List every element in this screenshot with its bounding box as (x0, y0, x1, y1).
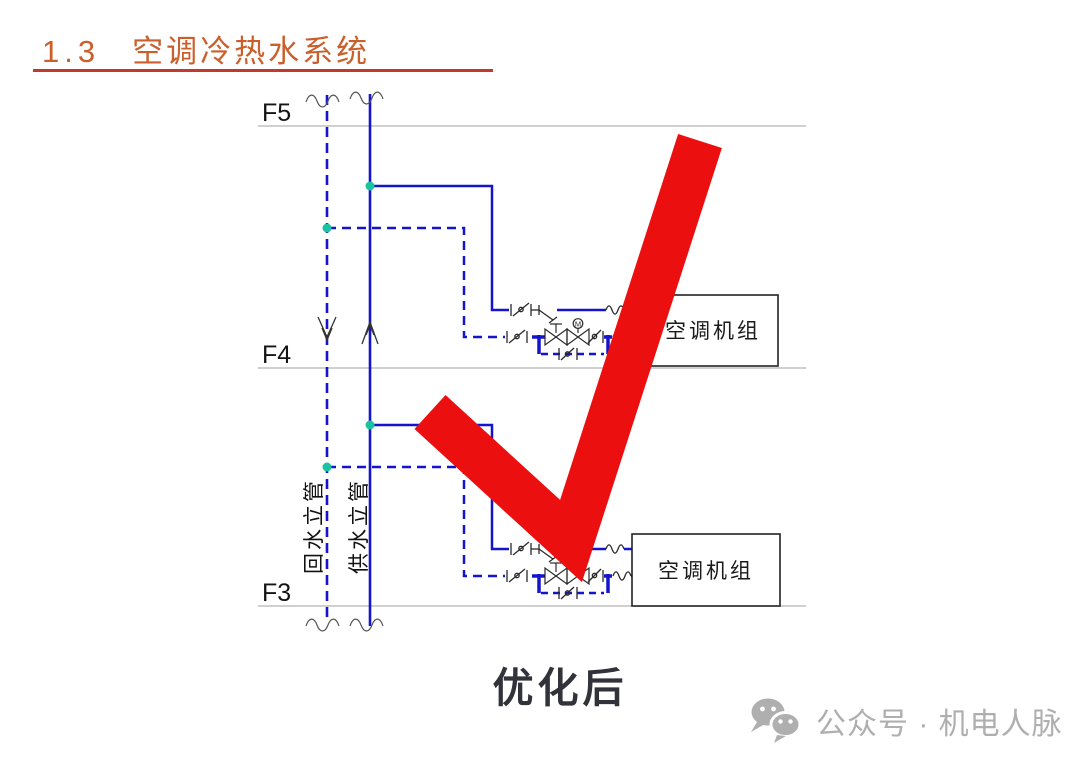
ac-units: 空调机组 空调机组 (631, 294, 781, 607)
floor-labels: F5 F4 F3 (262, 99, 291, 607)
supply-riser-label: 供水立管 (347, 478, 371, 574)
page-title: 1.3 空调冷热水系统 (42, 26, 370, 71)
floor-label-f3: F3 (262, 579, 291, 607)
title-text: 空调冷热水系统 (132, 34, 371, 69)
flow-arrow-up-icon (365, 323, 375, 336)
caption: 优化后 (492, 665, 628, 711)
floor-label-f4: F4 (262, 341, 291, 369)
ac-unit-label-upper: 空调机组 (665, 319, 761, 343)
pipe-break-symbols (305, 91, 384, 632)
flow-arrow-down-icon (321, 327, 333, 342)
flow-arrow-up-icon (361, 320, 379, 345)
break-icon (349, 91, 384, 105)
flow-arrow-down-icon (317, 316, 337, 339)
watermark-text: 公众号 · 机电人脉 (816, 708, 1063, 741)
watermark: 公众号 · 机电人脉 (744, 695, 1063, 747)
break-icon (305, 94, 340, 108)
return-riser-label: 回水立管 (302, 478, 326, 574)
ac-unit-box-lower (631, 533, 781, 607)
floor-label-f5: F5 (262, 99, 291, 127)
break-icon (349, 618, 384, 632)
branch-upper-floor (320, 179, 651, 362)
title-underline (33, 69, 493, 72)
flow-arrows (317, 316, 379, 345)
risers: 回水立管 供水立管 (302, 91, 384, 632)
wechat-icon (751, 698, 802, 743)
title-number: 1.3 (42, 34, 101, 69)
ac-unit-label-lower: 空调机组 (658, 559, 754, 583)
red-checkmark (414, 133, 722, 583)
break-icon (305, 618, 340, 632)
